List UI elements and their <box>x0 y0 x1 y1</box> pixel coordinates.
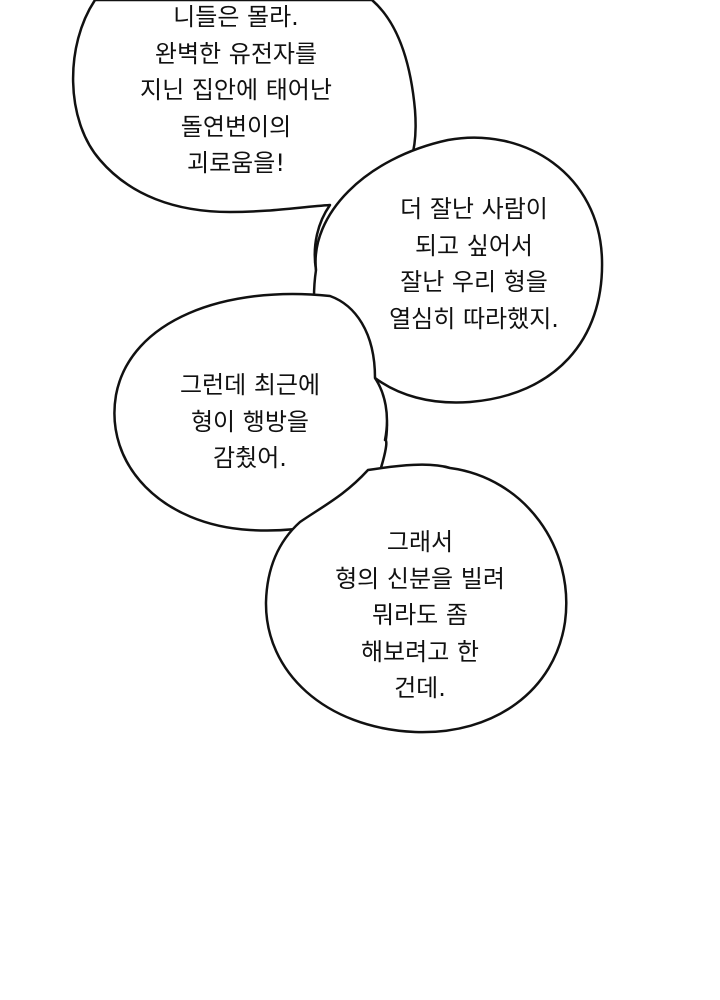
bubble-1-text: 니들은 몰라. 완벽한 유전자를 지닌 집안에 태어난 돌연변이의 괴로움을! <box>140 0 332 182</box>
bubble-4-text: 그래서 형의 신분을 빌려 뭐라도 좀 해보려고 한 건데. <box>335 524 505 707</box>
speech-bubble-4 <box>264 463 568 734</box>
bubble-1-line-1: 니들은 몰라. <box>173 3 299 31</box>
bubble-4-line-4: 해보려고 한 <box>360 637 480 666</box>
bubble-4-line-1: 그래서 <box>386 528 454 556</box>
bubble-2-line-2: 되고 싶어서 <box>414 231 534 260</box>
speech-bubble-1 <box>71 0 417 272</box>
bubble-1-line-5: 괴로움을! <box>187 149 285 177</box>
bubble-4-line-3: 뭐라도 좀 <box>372 601 468 629</box>
bubble-3-line-3: 감췄어. <box>213 444 287 472</box>
bubble-1-line-3: 지닌 집안에 태어난 <box>140 76 332 104</box>
bubble-4-line-2: 형의 신분을 빌려 <box>335 564 505 593</box>
bubble-3-line-2: 형이 행방을 <box>190 407 310 436</box>
bubble-2-line-1: 더 잘난 사람이 <box>400 195 548 223</box>
bubble-1-line-2: 완벽한 유전자를 <box>154 39 318 68</box>
bubble-1-line-4: 돌연변이의 <box>180 112 292 141</box>
bubble-3-line-1: 그런데 최근에 <box>179 371 321 399</box>
bubble-2-line-4: 열심히 따라했지. <box>389 304 559 333</box>
bubble-4-line-5: 건데. <box>394 674 446 702</box>
bubble-3-text: 그런데 최근에 형이 행방을 감췄어. <box>180 367 320 477</box>
bubble-2-line-3: 잘난 우리 형을 <box>400 268 548 296</box>
bubble-2-text: 더 잘난 사람이 되고 싶어서 잘난 우리 형을 열심히 따라했지. <box>389 191 559 337</box>
